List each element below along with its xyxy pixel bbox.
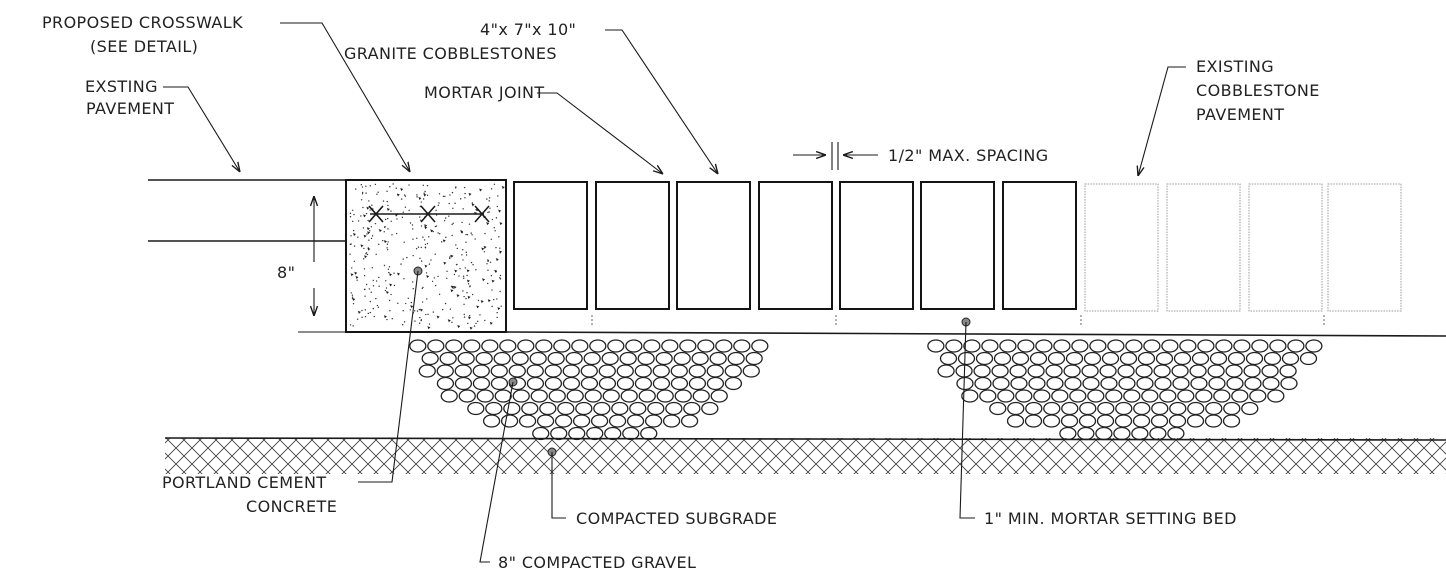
label-compacted-gravel: 8" COMPACTED GRAVEL: [498, 553, 696, 572]
label-existing-cobblestone-line2: COBBLESTONE: [1196, 81, 1320, 100]
label-existing-pavement-line1: EXSTING: [85, 77, 158, 96]
cobblestone: [920, 181, 995, 310]
granite-cobblestones: [513, 181, 1325, 325]
label-existing-cobblestone-line1: EXISTING: [1196, 57, 1274, 76]
label-existing-pavement-line2: PAVEMENT: [86, 99, 174, 118]
label-compacted-subgrade: COMPACTED SUBGRADE: [576, 509, 777, 528]
existing-cobblestone: [1248, 183, 1323, 312]
label-setting-bed: 1" MIN. MORTAR SETTING BED: [984, 509, 1237, 528]
label-existing-cobblestone-line3: PAVEMENT: [1196, 105, 1284, 124]
annotation-labels: PROPOSED CROSSWALK (SEE DETAIL) EXSTING …: [42, 13, 1320, 572]
label-max-spacing: 1/2" MAX. SPACING: [888, 146, 1049, 165]
cobblestone: [513, 181, 588, 310]
existing-cobblestone: [1327, 183, 1402, 312]
label-granite-cobblestones: GRANITE COBBLESTONES: [344, 44, 557, 63]
depth-dimension: [298, 179, 346, 333]
cobblestone: [1002, 181, 1077, 310]
cobblestone: [839, 181, 914, 310]
label-see-detail: (SEE DETAIL): [90, 37, 198, 56]
leader-lines: [163, 22, 1186, 563]
label-proposed-crosswalk: PROPOSED CROSSWALK: [42, 13, 243, 32]
existing-cobblestone: [1166, 183, 1241, 312]
label-pcc-line1: PORTLAND CEMENT: [162, 473, 327, 492]
compacted-gravel: [409, 339, 1323, 441]
label-mortar-joint: MORTAR JOINT: [424, 83, 545, 102]
cobblestone: [595, 181, 670, 310]
existing-cobblestones: [1084, 183, 1402, 312]
compacted-subgrade: [164, 437, 1446, 474]
existing-cobblestone: [1084, 183, 1159, 312]
label-stone-size: 4"x 7"x 10": [480, 20, 576, 39]
label-depth: 8": [277, 263, 295, 282]
cobblestone: [758, 181, 833, 310]
base-line: [505, 331, 1446, 337]
cobblestone: [676, 181, 751, 310]
existing-pavement: [148, 179, 346, 242]
label-pcc-line2: CONCRETE: [246, 497, 337, 516]
concrete-block: [345, 179, 507, 333]
